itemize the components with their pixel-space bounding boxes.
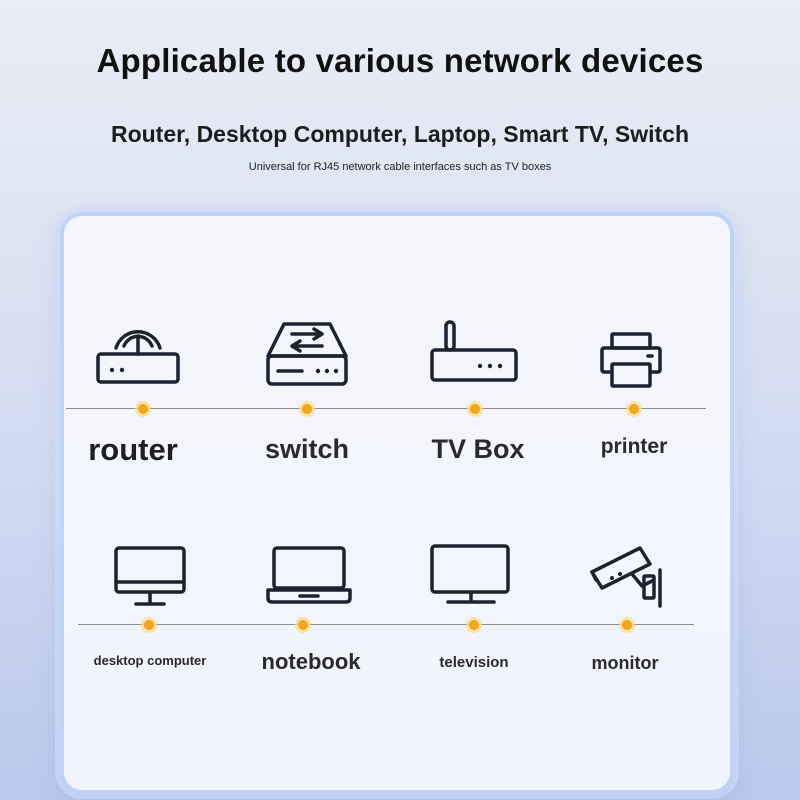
device-label-printer: printer	[600, 435, 668, 458]
switch-icon	[266, 322, 348, 386]
row2-timeline	[78, 624, 694, 625]
row2-dot-desktop	[144, 620, 154, 630]
devices-panel	[60, 212, 734, 794]
desktop-computer-icon	[114, 546, 186, 606]
row1-dot-tvbox	[470, 404, 480, 414]
device-label-television: television	[439, 654, 509, 671]
device-label-monitor: monitor	[591, 653, 659, 673]
device-label-notebook: notebook	[261, 649, 361, 674]
compatibility-note: Universal for RJ45 network cable interfa…	[248, 161, 552, 173]
row2-dot-television	[469, 620, 479, 630]
notebook-icon	[266, 546, 352, 604]
television-icon	[430, 544, 510, 604]
row1-dot-switch	[302, 404, 312, 414]
tv-box-icon	[430, 320, 518, 382]
device-list-subheading: Router, Desktop Computer, Laptop, Smart …	[110, 121, 690, 147]
row2-dot-notebook	[298, 620, 308, 630]
printer-icon	[600, 332, 662, 388]
device-label-router: router	[88, 432, 178, 467]
row2-dot-monitor	[622, 620, 632, 630]
device-label-desktop-computer: desktop computer	[93, 653, 207, 668]
device-label-tv-box: TV Box	[431, 434, 525, 464]
row1-dot-printer	[629, 404, 639, 414]
device-label-switch: switch	[264, 434, 350, 464]
security-camera-icon	[590, 546, 662, 608]
page-heading: Applicable to various network devices	[96, 42, 704, 79]
router-icon	[96, 330, 180, 384]
row1-dot-router	[138, 404, 148, 414]
row1-timeline	[66, 408, 706, 409]
